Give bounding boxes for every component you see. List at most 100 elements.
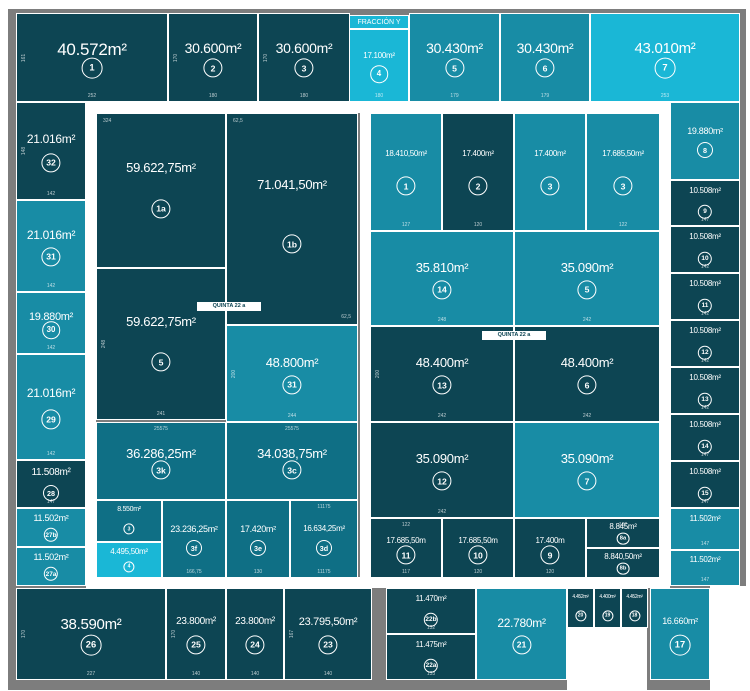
fraccion-label: FRACCIÓN Y xyxy=(349,15,409,29)
lot-area: 48.400m² xyxy=(415,355,469,371)
lot-frontage: 120 xyxy=(473,222,483,228)
lot-number-badge: 11 xyxy=(396,545,416,565)
lot-area: 59.622,75m² xyxy=(126,159,196,175)
lot-area: 17.100m² xyxy=(363,51,395,61)
lot-number-badge: 10 xyxy=(468,545,488,565)
street-label-right: QUINTA 22 a xyxy=(482,331,546,340)
lot-number-badge: 31 xyxy=(41,247,61,267)
lot-area: 16.660m² xyxy=(662,616,698,626)
lot-area: 30.430m² xyxy=(516,40,574,57)
lot-area: 8.550m² xyxy=(117,505,141,513)
lot-frontage: 142 xyxy=(46,451,56,457)
lot-number-badge: 30 xyxy=(42,321,60,339)
lot-frontage: 147 xyxy=(700,499,710,505)
lot-number-badge: 1 xyxy=(81,57,103,79)
lot-number-badge: 3d xyxy=(316,540,332,557)
lot-number-badge: 22a xyxy=(423,658,439,673)
lot-area: 35.090m² xyxy=(560,259,614,275)
lot-area: 23.236,25m² xyxy=(170,523,218,534)
lot-area: 10.508m² xyxy=(689,279,721,289)
lot-frontage: 179 xyxy=(540,93,550,99)
lot-area: 16.634,25m² xyxy=(303,523,345,533)
lot-1a[interactable]: 59.622,75m² 1a 324 xyxy=(96,113,226,268)
lot-number-badge: 1a xyxy=(151,199,171,219)
lot-frontage: 127 xyxy=(401,222,411,228)
lot-number-badge: 5 xyxy=(151,352,171,372)
lot-number-badge: 18 xyxy=(628,610,641,622)
lot-area: 19.880m² xyxy=(687,125,723,136)
lot-depth: 170 xyxy=(171,629,178,639)
lot-area: 71.041,50m² xyxy=(257,177,327,192)
lot-corner-dimension: 324 xyxy=(103,118,112,124)
lot-frontage: 244 xyxy=(287,413,297,419)
lot-number-badge: 26 xyxy=(80,634,102,656)
lot-number-badge: 27a xyxy=(43,566,59,582)
lot-area: 38.590m² xyxy=(60,616,122,633)
lot-area: 23.795,50m² xyxy=(298,616,358,628)
lot-frontage: 242 xyxy=(582,317,592,323)
lot-frontage: 117 xyxy=(402,569,410,575)
lot-number-badge: 9 xyxy=(697,204,713,219)
